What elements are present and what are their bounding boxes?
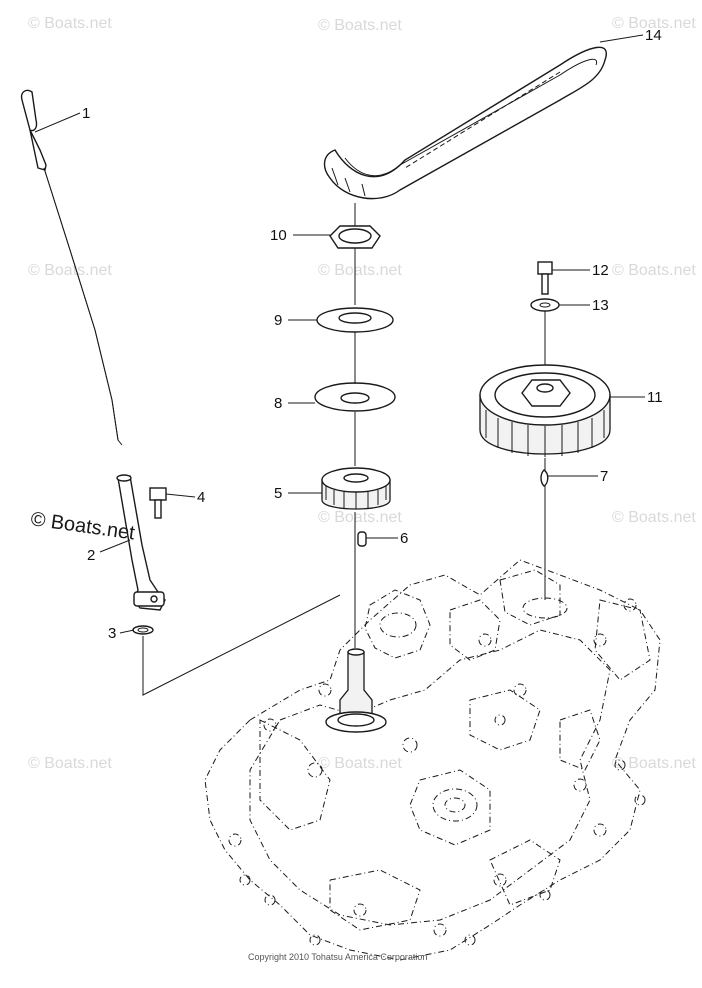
pulley-11: [479, 364, 611, 457]
callout-13: 13: [592, 297, 609, 314]
watermark-9: © Boats.net: [28, 755, 112, 772]
callout-3: 3: [108, 625, 116, 642]
callout-7: 7: [600, 468, 608, 485]
bolt-4: [149, 487, 167, 519]
washer-9: [316, 307, 394, 333]
callout-9: 9: [274, 312, 282, 329]
dipstick: [20, 89, 123, 446]
copyright-text: Copyright 2010 Tohatsu America Corporati…: [248, 952, 427, 962]
timing-belt: [323, 46, 607, 200]
key-6: [357, 531, 367, 547]
watermark-6: © Boats.net: [612, 262, 696, 279]
bolt-12: [537, 261, 553, 295]
sprocket-5: [321, 467, 391, 510]
watermark-10: © Boats.net: [318, 755, 402, 772]
callout-2: 2: [87, 547, 95, 564]
o-ring-3: [132, 625, 154, 635]
watermark-1: © Boats.net: [28, 15, 112, 32]
watermark-7: © Boats.net: [318, 509, 402, 526]
callout-12: 12: [592, 262, 609, 279]
callout-6: 6: [400, 530, 408, 547]
watermark-2: © Boats.net: [318, 17, 402, 34]
watermark-5: © Boats.net: [318, 262, 402, 279]
nut-10: [329, 225, 381, 249]
callout-8: 8: [274, 395, 282, 412]
callout-5: 5: [274, 485, 282, 502]
callouts: 1 2 3 4 5 6 7 8 9 10 11 12 13 14: [82, 27, 663, 642]
watermark-8: © Boats.net: [612, 509, 696, 526]
watermark-3: © Boats.net: [612, 15, 696, 32]
callout-10: 10: [270, 227, 287, 244]
watermarks: © Boats.net © Boats.net © Boats.net © Bo…: [28, 15, 696, 772]
callout-4: 4: [197, 489, 205, 506]
dipstick-tube: [116, 474, 166, 611]
leader-3: [142, 594, 341, 696]
watermark-11: © Boats.net: [612, 755, 696, 772]
watermark-4: © Boats.net: [28, 262, 112, 279]
leader-lines: [34, 34, 645, 634]
callout-11: 11: [647, 389, 663, 406]
cylinder-block: [204, 559, 661, 961]
watermark-main: © Boats.net: [29, 508, 136, 544]
callout-1: 1: [82, 105, 90, 122]
callout-14: 14: [645, 27, 662, 44]
key-7: [540, 469, 549, 487]
washer-13: [530, 298, 560, 312]
crankshaft-stub: [325, 648, 387, 733]
plate-8: [314, 382, 396, 412]
